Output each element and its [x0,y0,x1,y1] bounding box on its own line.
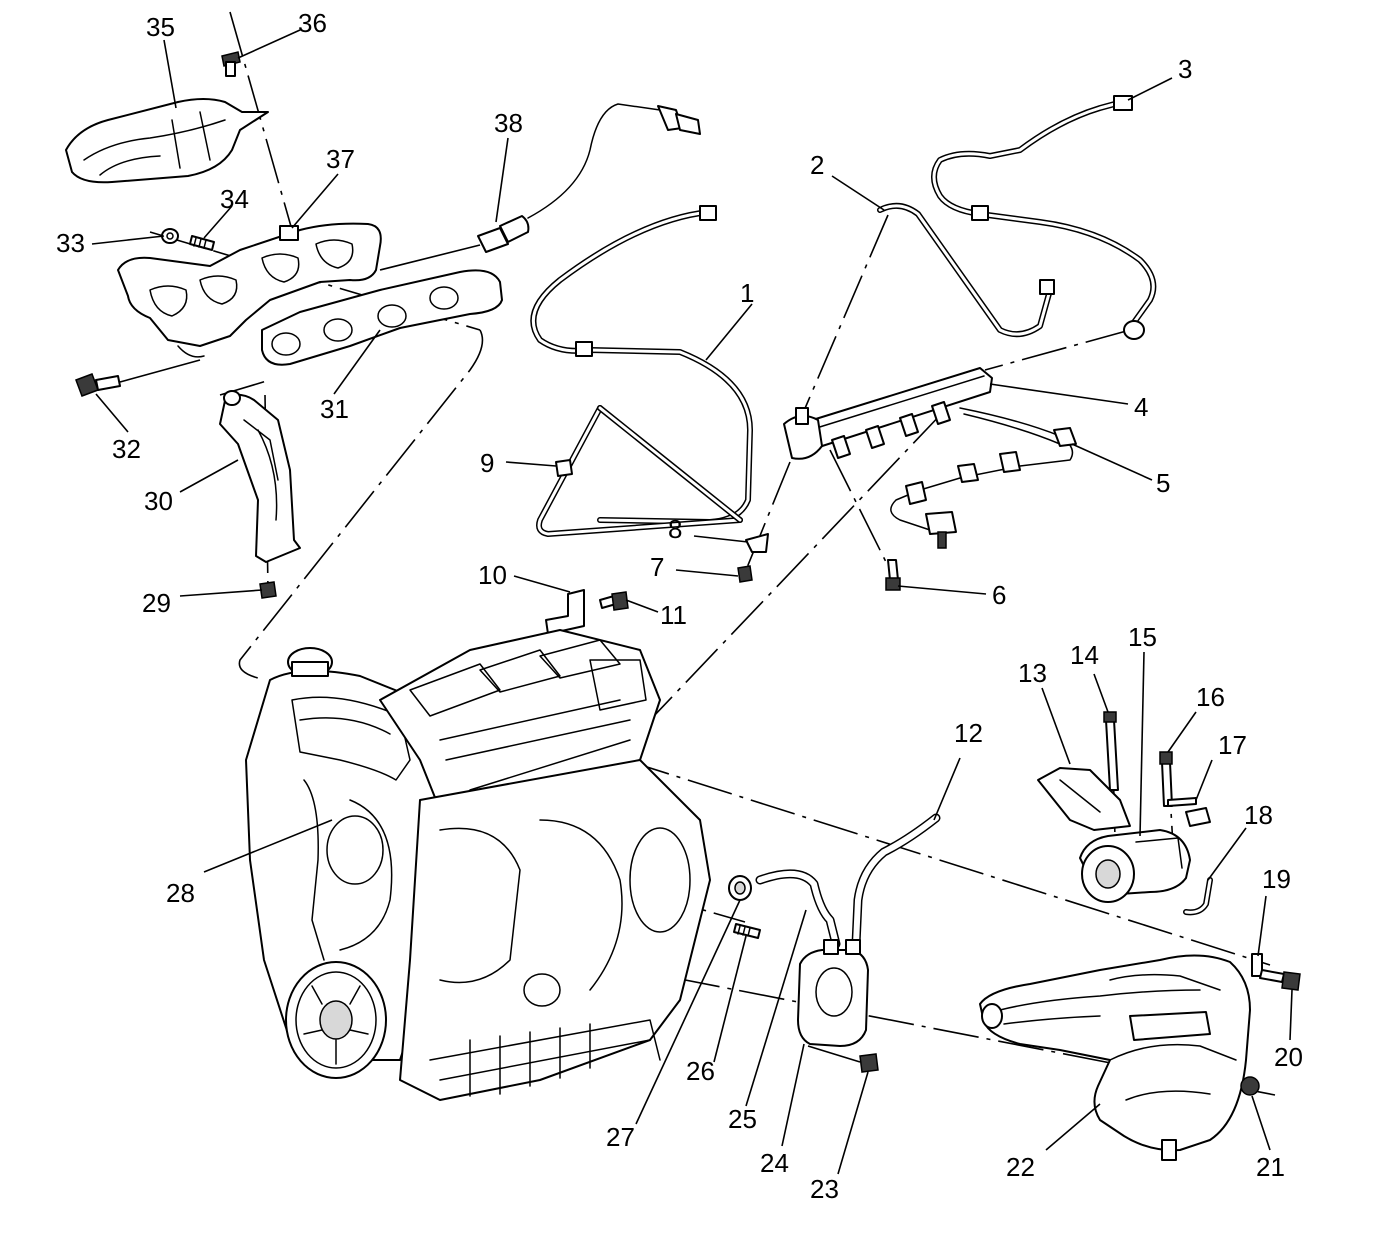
bolt-23 [807,1045,879,1073]
fuel-line-2-3 [877,95,1157,340]
callout-36: 36 [298,8,327,38]
callout-7: 7 [650,552,664,582]
callout-11: 11 [660,600,687,630]
intake-manifold [979,954,1251,1161]
callout-22: 22 [1006,1152,1035,1182]
callout-2: 2 [810,150,824,180]
injector-6 [885,559,901,591]
bolt-14 [1103,711,1119,791]
thermostat-housing [797,939,869,1047]
bolt-36-alignment-line [229,11,293,231]
callout-35: 35 [146,12,175,42]
stud-26 [733,923,761,939]
callout-17: 17 [1218,730,1247,760]
callout-33: 33 [56,228,85,258]
callout-12: 12 [954,718,983,748]
callout-15: 15 [1128,622,1157,652]
callout-34: 34 [220,184,249,214]
stud-34 [189,235,215,251]
manifold-alignment-line [238,329,484,679]
injector-harness [890,407,1077,549]
nut-21 [1240,1076,1260,1096]
callout-32: 32 [112,434,141,464]
fuel-hose-1 [530,205,753,537]
bolt-16 [1159,751,1173,807]
regulator-alignment-line [799,214,889,421]
callout-24: 24 [760,1148,789,1178]
hose-25 [755,869,841,949]
callout-14: 14 [1070,640,1099,670]
callout-3: 3 [1178,54,1192,84]
throttle-body-15 [1079,829,1191,903]
callout-labels: 1 2 3 4 5 6 7 8 9 10 11 12 13 14 15 16 1… [56,8,1303,1204]
fuel-rail [783,367,993,460]
intake-manifold-line-upper [624,759,1271,966]
hose-18 [1183,877,1213,916]
callout-4: 4 [1134,392,1148,422]
callout-21: 21 [1256,1152,1285,1182]
injector-6-line [829,449,896,581]
callout-38: 38 [494,108,523,138]
stud-32 [75,359,201,397]
callout-29: 29 [142,588,171,618]
bolt-7 [737,565,753,583]
callout-18: 18 [1244,800,1273,830]
bracket-8 [745,533,769,553]
callout-19: 19 [1262,864,1291,894]
callout-13: 13 [1018,658,1047,688]
callout-31: 31 [320,394,349,424]
callout-1: 1 [740,278,754,308]
manifold-heat-shield [219,390,301,563]
bracket-13 [1037,767,1131,831]
rail-to-head-line [611,409,946,761]
callout-26: 26 [686,1056,715,1086]
bracket-10 [545,589,585,635]
callout-5: 5 [1156,468,1170,498]
hose-12 [851,813,941,949]
callout-16: 16 [1196,682,1225,712]
seal-27 [728,875,752,901]
sensor-17 [1167,797,1211,827]
callout-20: 20 [1274,1042,1303,1072]
nut-33 [161,228,179,244]
callout-27: 27 [606,1122,635,1152]
leader-lines [91,29,1293,1175]
clip-9 [555,459,573,477]
callout-37: 37 [326,144,355,174]
rail-end-alignment-line [984,329,1131,371]
bolt-11 [599,591,629,611]
callout-30: 30 [144,486,173,516]
callout-10: 10 [478,560,507,590]
callout-6: 6 [992,580,1006,610]
callout-9: 9 [480,448,494,478]
exhaust-manifold [117,222,382,358]
callout-8: 8 [668,514,682,544]
bolt-20 [1259,969,1301,991]
upper-heat-shield [65,98,269,184]
bolt-7-line [743,461,791,576]
nut-29 [259,581,277,599]
engine-assembly [245,629,711,1101]
oxygen-sensor [379,103,701,271]
exhaust-gasket [261,269,503,366]
callout-25: 25 [728,1104,757,1134]
callout-28: 28 [166,878,195,908]
bolt-36 [221,51,241,77]
callout-23: 23 [810,1174,839,1204]
